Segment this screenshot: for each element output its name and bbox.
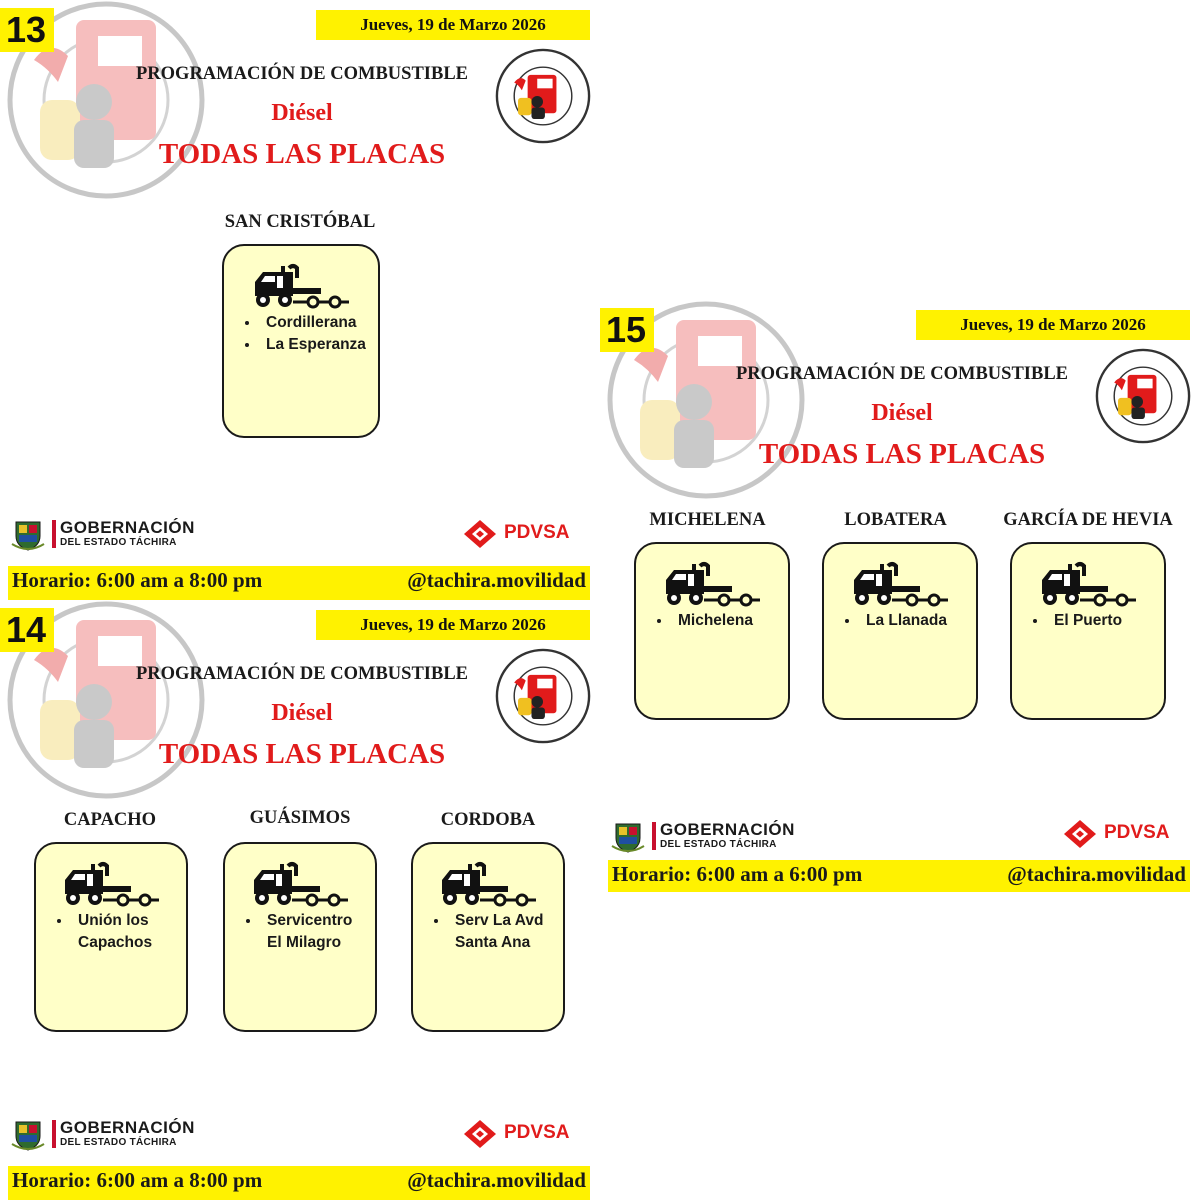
poster-13: 13 Jueves, 19 de Marzo 2026 PROGRAMACIÓN… [0,0,600,600]
station-card: Michelena [634,542,790,720]
city-label: SAN CRISTÓBAL [224,212,376,232]
state-emblem-icon [610,820,646,854]
poster-14: 14 Jueves, 19 de Marzo 2026 PROGRAMACIÓN… [0,600,600,1200]
schedule-text: Horario: 6:00 am a 8:00 pm [12,1168,263,1192]
station-item: Michelena [672,610,782,632]
movilidad-seal-icon [1095,348,1191,444]
date-bar: Jueves, 19 de Marzo 2026 [316,10,590,40]
plates-label: TODAS LAS PLACAS [758,438,1046,470]
station-card: Unión los Capachos [34,842,188,1032]
gobernacion-title: GOBERNACIÓN [660,820,795,839]
poster-15: 15 Jueves, 19 de Marzo 2026 PROGRAMACIÓN… [600,300,1200,900]
station-item: Unión los Capachos [72,910,180,954]
gobernacion-title: GOBERNACIÓN [60,1118,195,1137]
movilidad-seal-icon [495,48,591,144]
station-item: La Llanada [860,610,970,632]
city-label: CAPACHO [63,810,157,830]
footer-bar: Horario: 6:00 am a 6:00 pm @tachira.movi… [608,860,1190,892]
pdvsa-label: PDVSA [1104,822,1170,843]
station-list: Unión los Capachos [50,910,180,954]
city-label: MICHELENA [649,510,766,530]
station-card: La Llanada [822,542,978,720]
truck-icon [436,860,540,912]
divider [52,520,56,548]
truck-icon [249,262,353,314]
divider [52,1120,56,1148]
station-item: La Esperanza [260,334,372,356]
social-handle: @tachira.movilidad [407,568,586,592]
station-list: El Puerto [1026,610,1158,632]
state-emblem-icon [10,518,46,552]
station-card: Cordillerana La Esperanza [222,244,380,438]
pdvsa-logo: PDVSA [462,518,592,550]
date-bar: Jueves, 19 de Marzo 2026 [316,610,590,640]
gobernacion-subtitle: DEL ESTADO TÁCHIRA [660,839,777,850]
footer-bar: Horario: 6:00 am a 8:00 pm @tachira.movi… [8,1166,590,1200]
pdvsa-logo: PDVSA [462,1118,592,1150]
truck-icon [248,860,352,912]
divider [652,822,656,850]
pdvsa-label: PDVSA [504,522,570,543]
movilidad-seal-icon [495,648,591,744]
fuel-type: Diésel [871,400,933,426]
truck-icon [1036,560,1140,612]
station-list: Michelena [650,610,782,632]
pdvsa-label: PDVSA [504,1122,570,1143]
poster-number: 14 [0,608,54,652]
pdvsa-icon [462,1118,498,1150]
pdvsa-logo: PDVSA [1062,818,1192,850]
station-item: Cordillerana [260,312,372,334]
poster-number: 13 [0,8,54,52]
gobernacion-logo: GOBERNACIÓN DEL ESTADO TÁCHIRA [610,818,830,858]
gobernacion-subtitle: DEL ESTADO TÁCHIRA [60,1137,177,1148]
city-label: LOBATERA [844,510,947,530]
plates-label: TODAS LAS PLACAS [158,738,446,770]
gobernacion-logo: GOBERNACIÓN DEL ESTADO TÁCHIRA [10,1116,230,1156]
truck-icon [59,860,163,912]
station-list: La Llanada [838,610,970,632]
city-label: GUÁSIMOS [249,808,351,828]
gobernacion-title: GOBERNACIÓN [60,518,195,537]
gobernacion-logo: GOBERNACIÓN DEL ESTADO TÁCHIRA [10,516,230,556]
schedule-text: Horario: 6:00 am a 6:00 pm [612,862,863,886]
truck-icon [660,560,764,612]
station-list: Serv La Avd Santa Ana [427,910,557,954]
station-list: Cordillerana La Esperanza [238,312,372,356]
truck-icon [848,560,952,612]
program-title: PROGRAMACIÓN DE COMBUSTIBLE [136,64,468,84]
schedule-text: Horario: 6:00 am a 8:00 pm [12,568,263,592]
poster-number: 15 [600,308,654,352]
station-item: Serv La Avd Santa Ana [449,910,557,954]
station-list: Servicentro El Milagro [239,910,369,954]
station-card: Serv La Avd Santa Ana [411,842,565,1032]
fuel-type: Diésel [271,100,333,126]
footer-bar: Horario: 6:00 am a 8:00 pm @tachira.movi… [8,566,590,600]
pdvsa-icon [462,518,498,550]
social-handle: @tachira.movilidad [1007,862,1186,886]
program-title: PROGRAMACIÓN DE COMBUSTIBLE [136,664,468,684]
station-item: Servicentro El Milagro [261,910,369,954]
social-handle: @tachira.movilidad [407,1168,586,1192]
station-card: Servicentro El Milagro [223,842,377,1032]
pdvsa-icon [1062,818,1098,850]
station-card: El Puerto [1010,542,1166,720]
fuel-type: Diésel [271,700,333,726]
gobernacion-subtitle: DEL ESTADO TÁCHIRA [60,537,177,548]
program-title: PROGRAMACIÓN DE COMBUSTIBLE [736,364,1068,384]
city-label: CORDOBA [440,810,536,830]
city-label: GARCÍA DE HEVIA [1003,510,1173,530]
state-emblem-icon [10,1118,46,1152]
plates-label: TODAS LAS PLACAS [158,138,446,170]
date-bar: Jueves, 19 de Marzo 2026 [916,310,1190,340]
station-item: El Puerto [1048,610,1158,632]
